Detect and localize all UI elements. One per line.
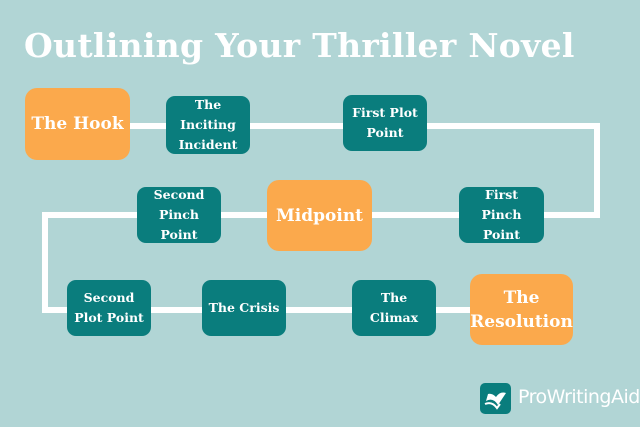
connector-line [594,123,600,218]
step-the-crisis: The Crisis [202,280,286,336]
connector-line [42,212,48,313]
step-second-plot-point: Second Plot Point [67,280,151,336]
step-inciting-incident: The Inciting Incident [166,96,250,154]
diagram-title: Outlining Your Thriller Novel [24,26,575,65]
brand-name: ProWritingAid [518,386,640,408]
step-midpoint: Midpoint [267,180,372,251]
step-the-hook: The Hook [25,88,130,160]
step-first-pinch-point: First Pinch Point [459,187,544,243]
step-the-resolution: The Resolution [470,274,573,345]
step-first-plot-point: First Plot Point [343,95,427,151]
step-second-pinch-point: Second Pinch Point [137,187,221,243]
book-icon [480,383,511,414]
step-the-climax: The Climax [352,280,436,336]
